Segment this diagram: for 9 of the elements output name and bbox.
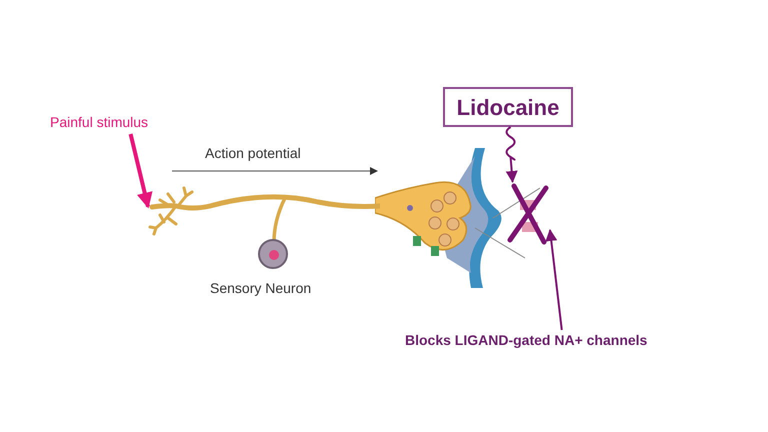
wavy-arrow (506, 126, 518, 183)
drug-box: Lidocaine (443, 87, 573, 127)
blocked-channel-drawing (506, 182, 550, 246)
label-text: Action potential (205, 144, 301, 163)
label-text: Sensory Neuron (210, 279, 312, 298)
arrow (545, 229, 563, 330)
annotation-text: Blocks LIGAND-gated NA+ channels (405, 330, 725, 354)
annotation-text: Painful stimulus (50, 112, 180, 134)
arrow (128, 134, 153, 209)
